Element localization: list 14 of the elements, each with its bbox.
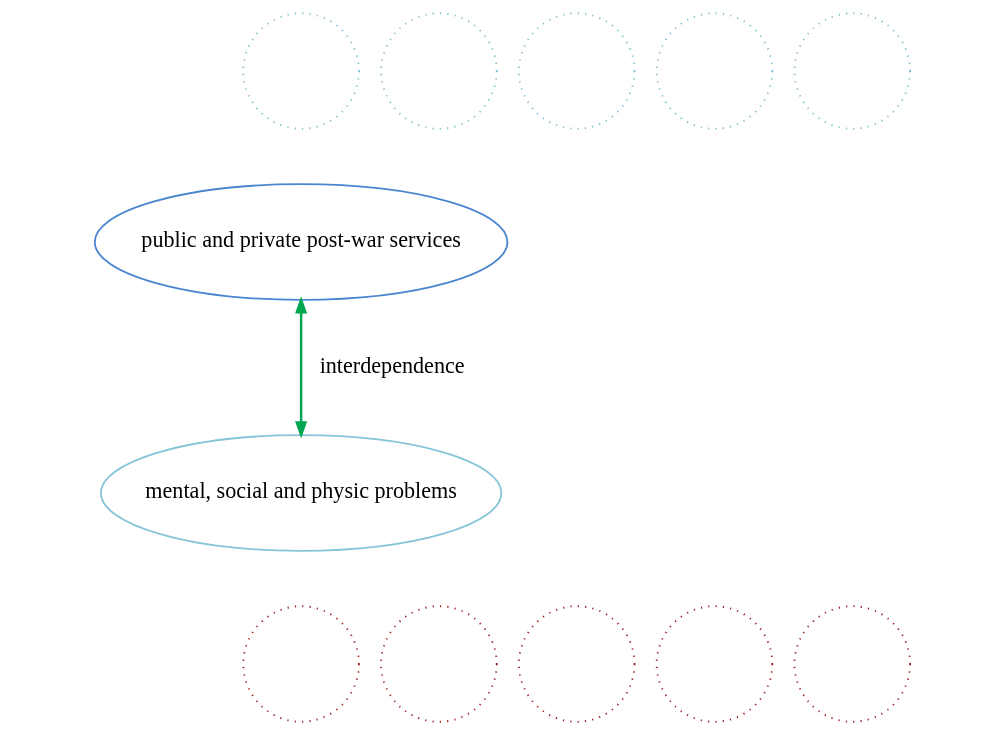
node-circle	[517, 12, 635, 130]
edge-label: interdependence	[319, 352, 465, 378]
node-circle	[793, 605, 911, 723]
node-ellipse: public and private post-war services	[93, 183, 508, 301]
node-ellipse: mental, social and physic problems	[99, 434, 502, 552]
node-circle	[655, 605, 773, 723]
node-circle	[379, 605, 498, 723]
arrow	[294, 296, 307, 439]
node-circle	[793, 12, 911, 130]
node-circle	[241, 12, 360, 130]
node-circle	[379, 12, 498, 130]
node-circle	[241, 605, 360, 723]
node-circle	[517, 605, 635, 723]
node-circle	[655, 12, 773, 130]
